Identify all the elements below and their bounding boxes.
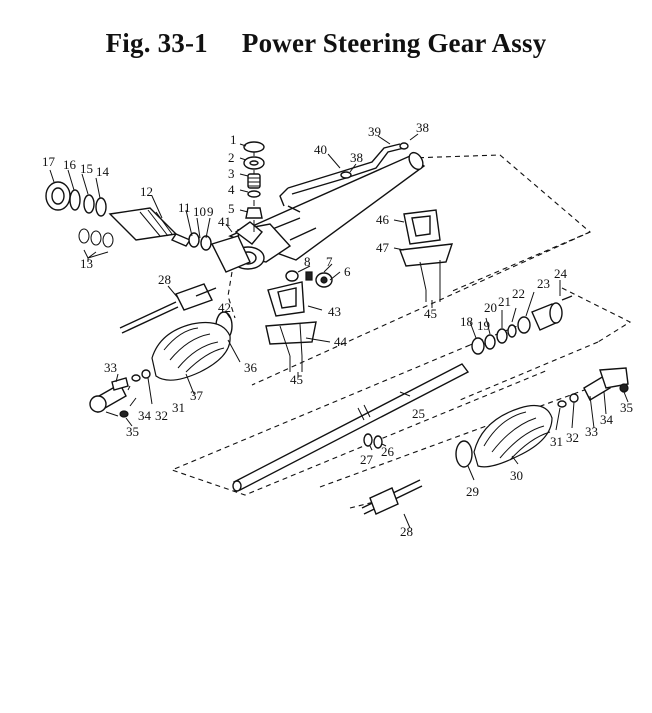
callout-8: 8 bbox=[304, 254, 311, 269]
callout-4: 4 bbox=[228, 182, 235, 197]
callout-35-left: 35 bbox=[126, 424, 139, 439]
callout-2: 2 bbox=[228, 150, 235, 165]
callout-12: 12 bbox=[140, 184, 153, 199]
fluid-pipes bbox=[279, 142, 409, 213]
callout-38-top: 38 bbox=[416, 120, 429, 135]
callout-42: 42 bbox=[218, 300, 231, 315]
callout-18: 18 bbox=[460, 314, 473, 329]
left-tie-rod-group bbox=[89, 283, 233, 418]
figure-title: Fig. 33-1 Power Steering Gear Assy bbox=[0, 28, 652, 59]
callout-13: 13 bbox=[80, 256, 93, 271]
dashed-group-outlines bbox=[170, 154, 632, 509]
callout-labels: 1 2 3 4 5 6 7 8 9 10 11 12 13 14 15 16 1… bbox=[42, 120, 633, 539]
callout-10: 10 bbox=[193, 204, 206, 219]
callout-33-left: 33 bbox=[104, 360, 117, 375]
figure-number: Fig. 33-1 bbox=[105, 28, 208, 58]
callout-16: 16 bbox=[63, 157, 77, 172]
callout-31-right: 31 bbox=[550, 434, 563, 449]
callout-25: 25 bbox=[412, 406, 425, 421]
callout-28-left: 28 bbox=[158, 272, 171, 287]
callout-41: 41 bbox=[218, 214, 231, 229]
rack-housing bbox=[211, 151, 426, 273]
callout-21: 21 bbox=[498, 294, 511, 309]
callout-37: 37 bbox=[190, 388, 204, 403]
callout-1: 1 bbox=[230, 132, 237, 147]
callout-22: 22 bbox=[512, 286, 525, 301]
callout-9: 9 bbox=[207, 204, 214, 219]
callout-38-pipe: 38 bbox=[350, 150, 363, 165]
right-tie-rod-group bbox=[361, 367, 629, 515]
callout-5: 5 bbox=[228, 201, 235, 216]
callout-15: 15 bbox=[80, 161, 93, 176]
callout-30: 30 bbox=[510, 468, 523, 483]
callout-28-right: 28 bbox=[400, 524, 413, 539]
pinion-assembly bbox=[45, 181, 212, 259]
callout-11: 11 bbox=[178, 200, 191, 215]
leader-lines bbox=[49, 133, 629, 529]
callout-24: 24 bbox=[554, 266, 568, 281]
housing-mounts bbox=[265, 209, 454, 372]
callout-31-left: 31 bbox=[172, 400, 185, 415]
valve-stack bbox=[243, 141, 265, 232]
callout-19: 19 bbox=[477, 318, 490, 333]
callout-39: 39 bbox=[368, 124, 381, 139]
callout-36: 36 bbox=[244, 360, 258, 375]
callout-32-left: 32 bbox=[155, 408, 168, 423]
rack-bar bbox=[232, 363, 470, 492]
callout-34-left: 34 bbox=[138, 408, 152, 423]
callout-6: 6 bbox=[344, 264, 351, 279]
callout-44: 44 bbox=[334, 334, 348, 349]
callout-45-right: 45 bbox=[424, 306, 437, 321]
callout-27: 27 bbox=[360, 452, 374, 467]
callout-33-right: 33 bbox=[585, 424, 598, 439]
callout-35-right: 35 bbox=[620, 400, 633, 415]
callout-26: 26 bbox=[381, 444, 395, 459]
callout-3: 3 bbox=[228, 166, 235, 181]
callout-43: 43 bbox=[328, 304, 341, 319]
cylinder-parts bbox=[471, 295, 573, 355]
callout-46: 46 bbox=[376, 212, 390, 227]
callout-29: 29 bbox=[466, 484, 479, 499]
callout-40: 40 bbox=[314, 142, 327, 157]
callout-7: 7 bbox=[326, 254, 333, 269]
figure-name: Power Steering Gear Assy bbox=[241, 28, 547, 58]
callout-20: 20 bbox=[484, 300, 497, 315]
callout-32-right: 32 bbox=[566, 430, 579, 445]
callout-34-right: 34 bbox=[600, 412, 614, 427]
callout-14: 14 bbox=[96, 164, 110, 179]
callout-23: 23 bbox=[537, 276, 550, 291]
callout-47: 47 bbox=[376, 240, 390, 255]
callout-45-left: 45 bbox=[290, 372, 303, 387]
callout-17: 17 bbox=[42, 154, 56, 169]
adjuster-parts bbox=[285, 270, 333, 288]
